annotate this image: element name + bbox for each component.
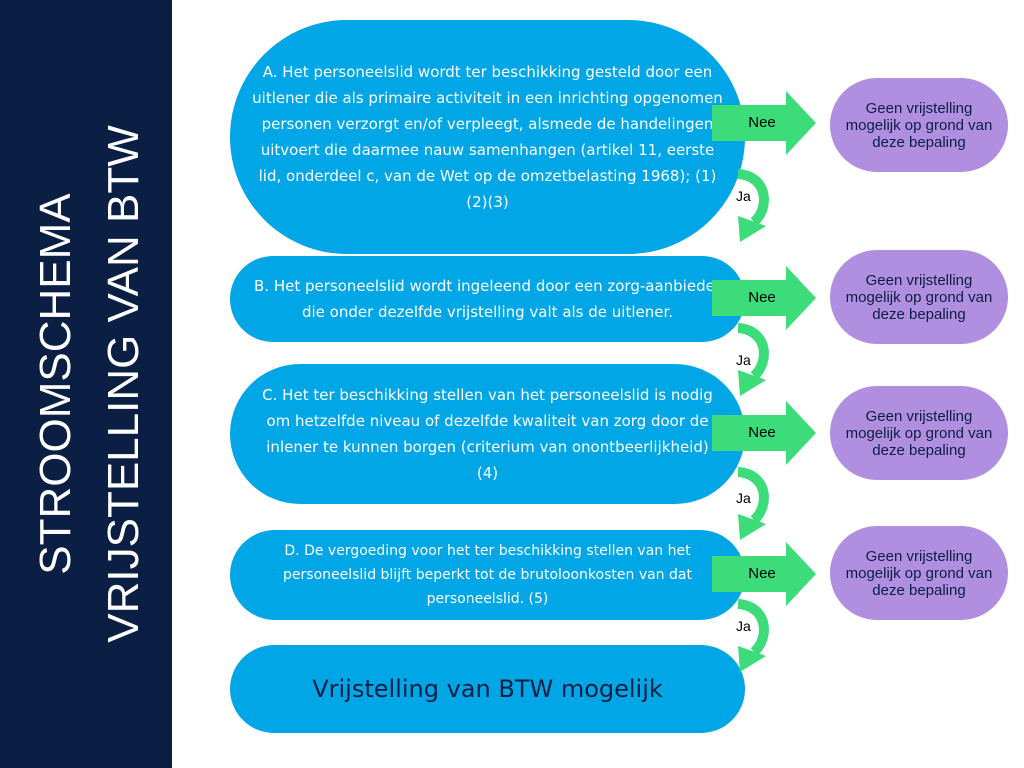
ja-label-b: Ja: [736, 352, 751, 368]
title-line-1: STROOMSCHEMA: [31, 193, 80, 575]
final-result-text: Vrijstelling van BTW mogelijk: [312, 675, 663, 703]
title-line-2: VRIJSTELLING VAN BTW: [99, 125, 148, 643]
nee-arrow-c: Nee: [712, 401, 832, 465]
nee-arrow-b: Nee: [712, 266, 832, 330]
ja-label-a: Ja: [736, 188, 751, 204]
outcome-c-text: Geen vrijstelling mogelijk op grond van …: [845, 407, 993, 459]
right-arrow-icon: [712, 91, 816, 155]
nee-arrow-d: Nee: [712, 542, 832, 606]
right-arrow-icon: [712, 542, 816, 606]
ja-label-d: Ja: [736, 618, 751, 634]
curved-down-arrow-icon: [737, 323, 769, 396]
ja-arrow-a: Ja: [728, 168, 788, 248]
nee-label-c: Nee: [748, 424, 776, 441]
step-c: C. Het ter beschikking stellen van het p…: [230, 364, 745, 504]
ja-arrow-b: Ja: [728, 322, 788, 402]
step-a: A. Het personeelslid wordt ter beschikki…: [230, 20, 745, 254]
step-b-text: B. Het personeelslid wordt ingeleend doo…: [254, 277, 721, 321]
ja-label-c: Ja: [736, 490, 751, 506]
final-result: Vrijstelling van BTW mogelijk: [230, 645, 745, 733]
step-d: D. De vergoeding voor het ter beschikkin…: [230, 530, 745, 620]
outcome-no-exemption-a: Geen vrijstelling mogelijk op grond van …: [830, 78, 1008, 172]
nee-label-b: Nee: [748, 289, 776, 306]
step-c-text: C. Het ter beschikking stellen van het p…: [262, 386, 713, 482]
right-arrow-icon: [712, 401, 816, 465]
nee-arrow-a: Nee: [712, 91, 832, 155]
nee-label-d: Nee: [748, 565, 776, 582]
ja-arrow-c: Ja: [728, 466, 788, 546]
ja-arrow-d: Ja: [728, 598, 788, 678]
outcome-no-exemption-b: Geen vrijstelling mogelijk op grond van …: [830, 250, 1008, 344]
outcome-no-exemption-c: Geen vrijstelling mogelijk op grond van …: [830, 386, 1008, 480]
outcome-a-text: Geen vrijstelling mogelijk op grond van …: [845, 99, 993, 151]
step-b: B. Het personeelslid wordt ingeleend doo…: [230, 256, 745, 342]
step-d-text: D. De vergoeding voor het ter beschikkin…: [283, 543, 692, 607]
step-a-text: A. Het personeelslid wordt ter beschikki…: [252, 63, 723, 211]
outcome-d-text: Geen vrijstelling mogelijk op grond van …: [845, 547, 993, 599]
title-sidebar: STROOMSCHEMA VRIJSTELLING VAN BTW: [0, 0, 172, 768]
curved-down-arrow-icon: [737, 467, 769, 540]
outcome-no-exemption-d: Geen vrijstelling mogelijk op grond van …: [830, 526, 1008, 620]
outcome-b-text: Geen vrijstelling mogelijk op grond van …: [845, 271, 993, 323]
curved-down-arrow-icon: [737, 169, 769, 242]
curved-down-arrow-icon: [737, 599, 769, 672]
right-arrow-icon: [712, 266, 816, 330]
nee-label-a: Nee: [748, 114, 776, 131]
